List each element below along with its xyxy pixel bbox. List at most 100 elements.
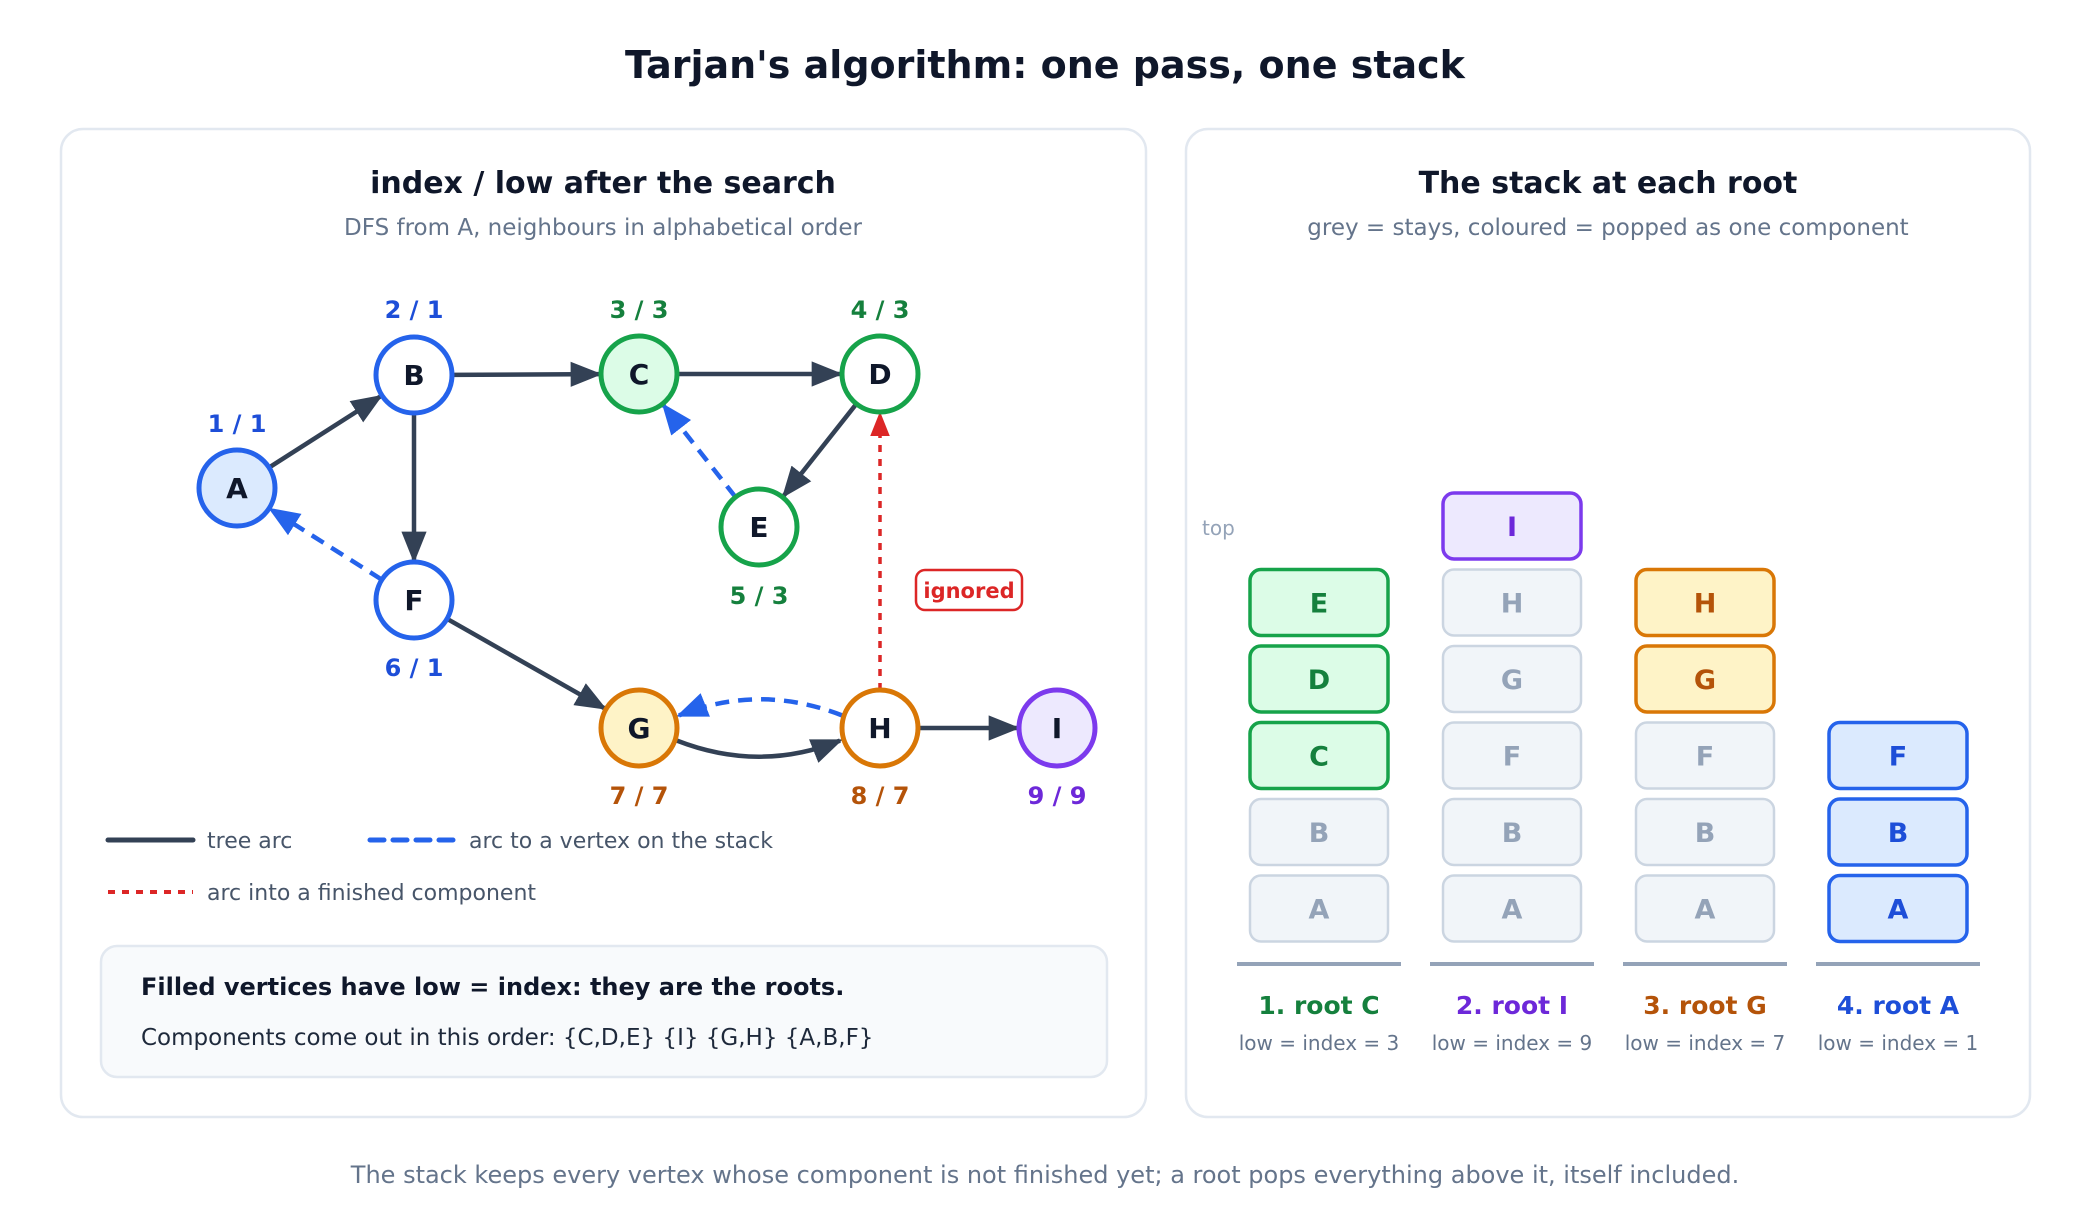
stack-item-box [1827,873,1969,944]
stack-item-label: C [1309,742,1329,773]
stack-item: C [1248,720,1390,791]
vertex-F-label: F [404,584,423,617]
stack-title: 4. root A [1837,991,1960,1020]
left-panel-subtitle: DFS from A, neighbours in alphabetical o… [344,215,862,241]
stack-title: 2. root I [1456,991,1568,1020]
stack-item-label: G [1694,665,1716,696]
stack-title: 3. root G [1643,991,1766,1020]
stack-item-box [1634,874,1776,943]
stack-item: H [1634,567,1776,638]
note-title: Filled vertices have low = index: they a… [141,973,844,1001]
edge-G-H-tree [676,738,843,763]
stack-item-label: B [1309,818,1330,849]
stack-item-box [1441,644,1583,714]
stack-item-box [1441,568,1583,637]
stack-item-box [1827,797,1969,867]
stack-item-box [1634,721,1776,790]
vertex-A-circle [196,447,278,529]
legend-finished-label: arc into a finished component [207,881,536,906]
stack-item-label: I [1507,512,1517,543]
right-panel-title: The stack at each root [1419,166,1798,201]
stack-item-label: D [1308,665,1330,696]
vertex-A-index-low: 1 / 1 [208,410,267,438]
legend: tree arc arc to a vertex on the stack ar… [105,829,773,906]
vertex-F-index-low: 6 / 1 [385,654,444,682]
stack-item-label: A [1888,895,1909,926]
stack-item-box [1827,720,1969,791]
stack-item: B [1441,797,1583,867]
stack-item: A [1441,874,1583,943]
stack-item-label: A [1695,895,1716,926]
vertex-F: F 6 / 1 [373,559,455,682]
stack-item-label: F [1889,742,1907,773]
stack-item-box [1441,797,1583,867]
stack-item-label: B [1695,818,1716,849]
stack-caption: low = index = 9 [1432,1031,1593,1055]
stack-item-box [1248,874,1390,943]
vertex-H-index-low: 8 / 7 [851,782,910,810]
note-box: Filled vertices have low = index: they a… [99,944,1109,1079]
stack-3: A B F GH 3. root G low = index = 7 [1623,567,1787,1055]
vertex-B: B2 / 1 [373,296,455,416]
stack-item: A [1634,874,1776,943]
stack-item-label: A [1309,895,1330,926]
stack-item-box [1441,721,1583,790]
vertex-I-circle [1016,687,1098,769]
vertex-G: G7 / 7 [598,687,680,810]
graph-edges [267,361,1021,763]
vertex-C-label: C [629,358,650,391]
vertex-H-label: H [868,712,891,745]
vertex-H: H 8 / 7 [839,687,921,810]
vertex-E: E 5 / 3 [718,486,800,610]
stack-item-label: B [1502,818,1523,849]
edge-B-C-tree [451,361,603,387]
stack-item: D [1248,644,1390,714]
stack-item: G [1441,644,1583,714]
ignored-badge: ignored [914,568,1024,612]
vertex-E-label: E [749,511,768,544]
stack-item-label: G [1501,665,1523,696]
stack-item: G [1634,644,1776,714]
edge-F-G-tree [445,616,607,711]
vertex-B-circle [373,334,455,416]
stack-item-label: B [1888,818,1909,849]
stack-item: I [1441,491,1583,561]
stack-caption: low = index = 3 [1239,1031,1400,1055]
stack-item-label: A [1502,895,1523,926]
vertex-A-label: A [226,472,248,505]
stack-item-box [1248,644,1390,714]
stack-item-box [1441,874,1583,943]
vertex-E-circle [718,486,800,568]
graph-vertices: A1 / 1B2 / 1C3 / 3D4 / 3E5 / 3F6 / 1G7 /… [196,296,1098,810]
ignored-label: ignored [923,579,1014,603]
vertex-D-index-low: 4 / 3 [851,296,910,324]
stack-item-label: F [1503,742,1521,773]
edge-H-G-stack [676,693,843,718]
stack-top-label: top [1202,516,1235,540]
stack-item: A [1827,873,1969,944]
stack-title: 1. root C [1258,991,1379,1020]
edge-E-C-stack [661,402,738,499]
stack-item-box [1248,567,1390,638]
vertex-I: I9 / 9 [1016,687,1098,810]
stack-item: B [1634,797,1776,867]
stack-item-box [1634,644,1776,714]
stack-caption: low = index = 1 [1818,1031,1979,1055]
stack-4: A B F 4. root A low = index = 1 [1816,720,1980,1055]
stack-item: F [1441,721,1583,790]
vertex-H-circle [839,687,921,769]
stack-item-label: F [1696,742,1714,773]
edge-A-B-tree [267,394,383,470]
vertex-G-circle [598,687,680,769]
stack-caption: low = index = 7 [1625,1031,1786,1055]
stack-item: B [1248,797,1390,867]
vertex-I-label: I [1052,712,1062,745]
stack-item: A [1248,874,1390,943]
stack-item-box [1634,797,1776,867]
vertex-F-circle [373,559,455,641]
vertex-E-index-low: 5 / 3 [730,582,789,610]
